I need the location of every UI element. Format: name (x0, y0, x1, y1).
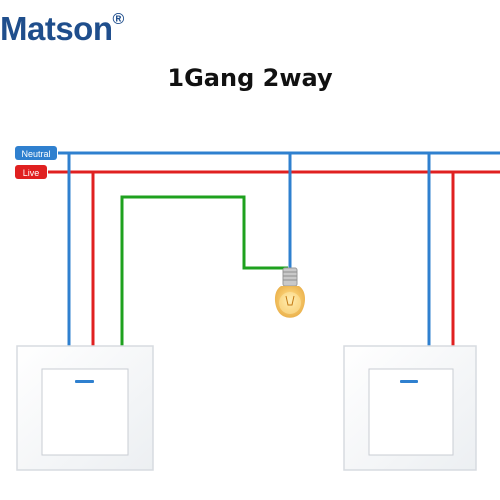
switch-indicator-icon (75, 380, 94, 383)
live-label: Live (15, 165, 47, 179)
live-label-text: Live (23, 168, 40, 178)
switch-indicator-icon (400, 380, 418, 383)
left-switch (16, 345, 154, 471)
switched-wire (120, 195, 288, 346)
brand-logo: Matson® (0, 10, 124, 48)
right-switch (343, 345, 477, 471)
registered-mark: ® (112, 11, 125, 28)
neutral-label: Neutral (15, 146, 57, 160)
diagram-title: 1Gang 2way (167, 64, 333, 92)
brand-name: Matson (0, 10, 113, 47)
light-bulb-icon (274, 267, 306, 318)
neutral-label-text: Neutral (21, 149, 50, 159)
